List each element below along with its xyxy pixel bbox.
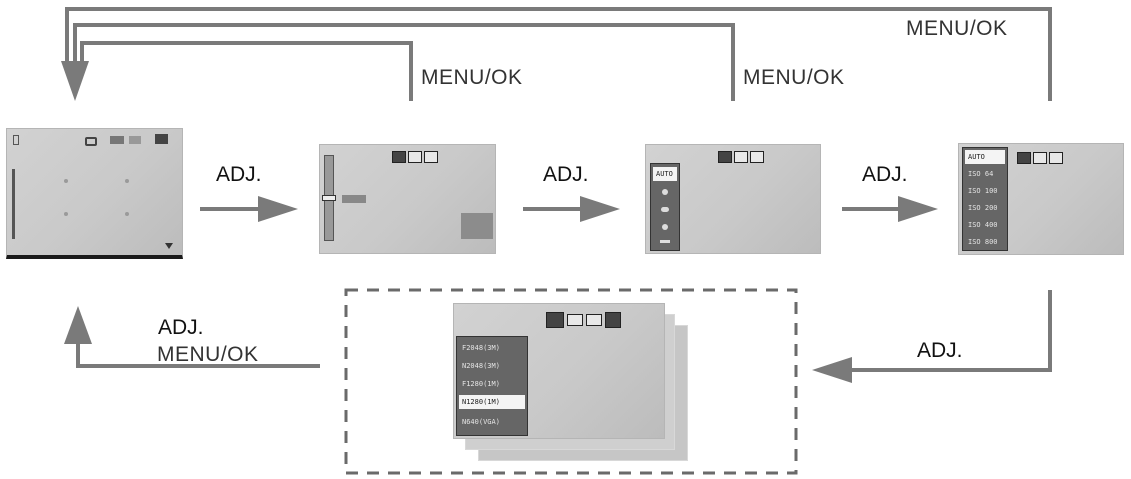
loop-line-inner [82,43,411,101]
iso-menu: AUTO ISO 64 ISO 100 ISO 200 ISO 400 ISO … [962,147,1008,251]
menu-ok-label-3: MENU/OK [743,67,845,88]
loop-line-outer [67,9,1050,101]
adj-arrow-3-head [898,196,938,222]
menu-item[interactable]: N640(VGA) [459,415,525,429]
cloud-icon [661,207,669,212]
menu-item[interactable]: ISO 200 [965,201,1005,215]
menu-item[interactable]: F2048(3M) [459,341,525,355]
quality-icon [110,136,124,144]
screen-quality-menu: F2048(3M) N2048(3M) F1280(1M) N1280(1M) … [453,303,665,439]
quality-menu: F2048(3M) N2048(3M) F1280(1M) N1280(1M) … [456,336,528,436]
fluorescent-icon [660,240,670,243]
loop-line-middle [75,25,733,101]
menu-ok-label-2: MENU/OK [421,67,523,88]
white-balance-icon [1033,152,1047,164]
af-point [125,212,129,216]
white-balance-icon [408,151,422,163]
white-balance-icon [734,151,748,163]
exposure-icon [392,151,406,163]
quality-icon [605,312,621,328]
adj-label-4: ADJ. [917,340,963,361]
white-balance-menu: AUTO [650,163,680,251]
iso-icon [750,151,764,163]
white-balance-icon [567,314,583,326]
iso-icon [424,151,438,163]
menu-item[interactable]: F1280(1M) [459,377,525,391]
af-point [64,212,68,216]
menu-item[interactable]: AUTO [653,167,677,181]
exposure-icon [546,312,564,328]
adj-label-2: ADJ. [543,164,589,185]
exposure-icon [1017,152,1031,164]
adj-label-1: ADJ. [216,164,262,185]
adj-label-3: ADJ. [862,164,908,185]
menu-item[interactable]: ISO 100 [965,184,1005,198]
return-arrow-head [64,306,92,344]
menu-ok-label-1: MENU/OK [906,18,1008,39]
menu-item[interactable]: ISO 64 [965,167,1005,181]
iso-icon [586,314,602,326]
adj-label-return: ADJ. [158,317,204,338]
menu-item[interactable]: ISO 400 [965,218,1005,232]
exposure-slider-handle [322,195,336,201]
iso-icon [1049,152,1063,164]
screen-iso-menu: AUTO ISO 64 ISO 100 ISO 200 ISO 400 ISO … [958,143,1124,255]
adj-arrow-2-head [580,196,620,222]
menu-ok-label-return: MENU/OK [157,344,259,365]
bulb-icon [662,224,668,230]
screen-white-balance-menu: AUTO [645,144,821,254]
mode-icon [155,134,168,144]
exposure-scale [12,169,15,239]
menu-item[interactable]: N2048(3M) [459,359,525,373]
menu-item[interactable]: AUTO [965,150,1005,164]
loop-arrow-head [61,61,89,101]
menu-item[interactable]: N1280(1M) [459,395,525,409]
exposure-value-indicator [342,195,366,203]
screen-shooting-display [6,128,183,259]
adj-arrow-1-head [258,196,298,222]
exposure-icon [718,151,732,163]
menu-item[interactable]: ISO 800 [965,235,1005,249]
preview-box [461,213,493,239]
size-icon [129,136,141,144]
battery-icon [13,135,19,145]
screen-exposure-compensation [319,144,496,254]
adj-arrow-4-head [812,357,852,383]
af-point [125,179,129,183]
camera-mode-icon [85,137,97,146]
scroll-down-icon [165,243,173,249]
af-point [64,179,68,183]
sun-icon [662,189,668,195]
